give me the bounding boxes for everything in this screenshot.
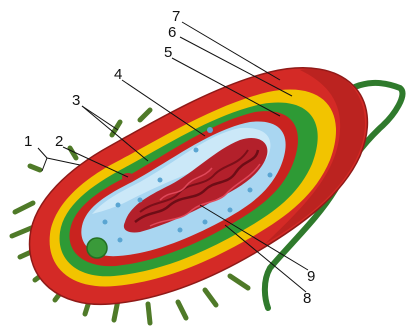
callout-3: 3 (72, 92, 80, 109)
callout-7: 7 (172, 8, 180, 25)
callout-6: 6 (168, 24, 176, 41)
callout-8: 8 (303, 290, 311, 307)
plasmid-granule (87, 238, 107, 258)
callout-1: 1 (24, 133, 32, 150)
callout-4: 4 (114, 66, 122, 83)
callout-9: 9 (307, 268, 315, 285)
callout-2: 2 (55, 133, 63, 150)
callout-5: 5 (164, 44, 172, 61)
